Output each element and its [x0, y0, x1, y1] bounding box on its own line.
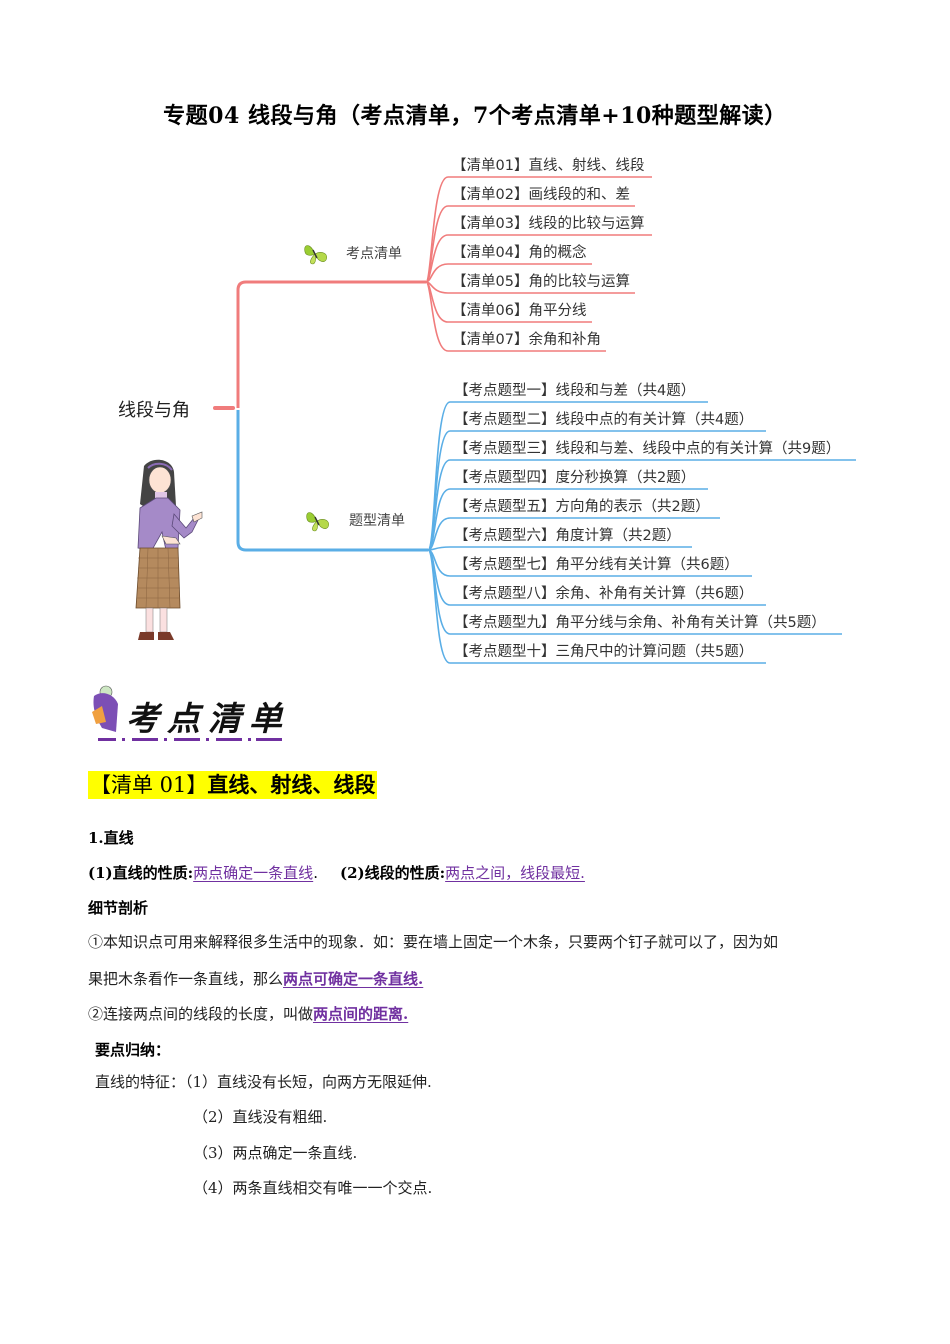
mindmap-leaf: 【考点题型五】方向角的表示（共2题） [454, 499, 710, 515]
detail-heading: 细节剖析 [88, 899, 149, 917]
property-1-value: 两点确定一条直线 [193, 864, 314, 882]
detail-1-line-2: 果把木条看作一条直线，那么两点可确定一条直线. [88, 968, 423, 989]
section-heading-01: 【清单 01】直线、射线、线段 [88, 771, 378, 799]
feature-item: （2）直线没有粗细. [193, 1108, 328, 1126]
property-2-value: 两点之间，线段最短. [445, 864, 585, 882]
butterfly-icon [304, 245, 327, 265]
mindmap-leaf: 【清单05】角的比较与运算 [452, 274, 630, 290]
property-1-label: (1)直线的性质: [88, 864, 194, 882]
properties-line: (1)直线的性质:两点确定一条直线. (2)线段的性质:两点之间，线段最短. [88, 862, 585, 883]
detail-1-link: 两点可确定一条直线. [283, 970, 424, 988]
summary-heading: 要点归纳： [95, 1041, 171, 1059]
branch-label-checklist: 考点清单 [346, 246, 402, 262]
mindmap-leaf: 【考点题型九】角平分线与余角、补角有关计算（共5题） [454, 615, 826, 631]
butterfly-icon [306, 512, 329, 532]
mindmap-leaf: 【清单01】直线、射线、线段 [452, 158, 645, 174]
subheading-line: 1.直线 [88, 829, 134, 847]
mindmap-leaf: 【考点题型七】角平分线有关计算（共6题） [454, 557, 739, 573]
detail-2-link: 两点间的距离. [313, 1005, 409, 1023]
mindmap-leaf: 【考点题型六】角度计算（共2题） [454, 528, 681, 544]
features-label: 直线的特征： [95, 1073, 186, 1091]
teacher-illustration-icon [135, 459, 203, 640]
detail-1-line-2-prefix: 果把木条看作一条直线，那么 [88, 970, 284, 988]
detail-1-line-1: ①本知识点可用来解释很多生活中的现象．如：要在墙上固定一个木条，只要两个钉子就可… [88, 933, 779, 951]
mindmap-leaf: 【考点题型八】余角、补角有关计算（共6题） [454, 586, 754, 602]
features-line-1: 直线的特征：（1）直线没有长短，向两方无限延伸. [95, 1071, 432, 1092]
section-heading-prefix: 【清单 01】 [90, 773, 208, 797]
wizard-mascot-icon [92, 685, 282, 741]
mindmap-leaf: 【清单02】画线段的和、差 [452, 187, 630, 203]
branch-label-question-types: 题型清单 [349, 513, 405, 529]
mindmap-leaf: 【清单06】角平分线 [452, 303, 587, 319]
mindmap-leaf: 【考点题型三】线段和与差、线段中点的有关计算（共9题） [454, 441, 841, 457]
mindmap-root: 线段与角 [118, 400, 190, 421]
feature-item: （1）直线没有长短，向两方无限延伸. [185, 1073, 432, 1091]
mindmap-leaf: 【考点题型一】线段和与差（共4题） [454, 383, 696, 399]
mindmap-leaf: 【考点题型二】线段中点的有关计算（共4题） [454, 412, 754, 428]
mindmap-connectors [213, 176, 856, 664]
section-banner-title: 考点清单 [126, 699, 290, 738]
property-1-end: . [313, 864, 318, 882]
mindmap-leaf: 【考点题型十】三角尺中的计算问题（共5题） [454, 644, 754, 660]
document-title: 专题04 线段与角（考点清单，7个考点清单+10种题型解读） [163, 103, 787, 129]
feature-item: （4）两条直线相交有唯一一个交点. [193, 1179, 433, 1197]
mindmap-leaf: 【考点题型四】度分秒换算（共2题） [454, 470, 696, 486]
feature-item: （3）两点确定一条直线. [193, 1144, 358, 1162]
mindmap-leaf: 【清单03】线段的比较与运算 [452, 216, 645, 232]
detail-2-line: ②连接两点间的线段的长度，叫做两点间的距离. [88, 1003, 408, 1024]
property-2-label: (2)线段的性质: [339, 864, 446, 882]
section-heading-main: 直线、射线、线段 [207, 772, 376, 797]
detail-2-prefix: ②连接两点间的线段的长度，叫做 [88, 1005, 314, 1023]
mindmap-leaf: 【清单07】余角和补角 [452, 332, 601, 348]
mindmap-leaf: 【清单04】角的概念 [452, 245, 587, 261]
